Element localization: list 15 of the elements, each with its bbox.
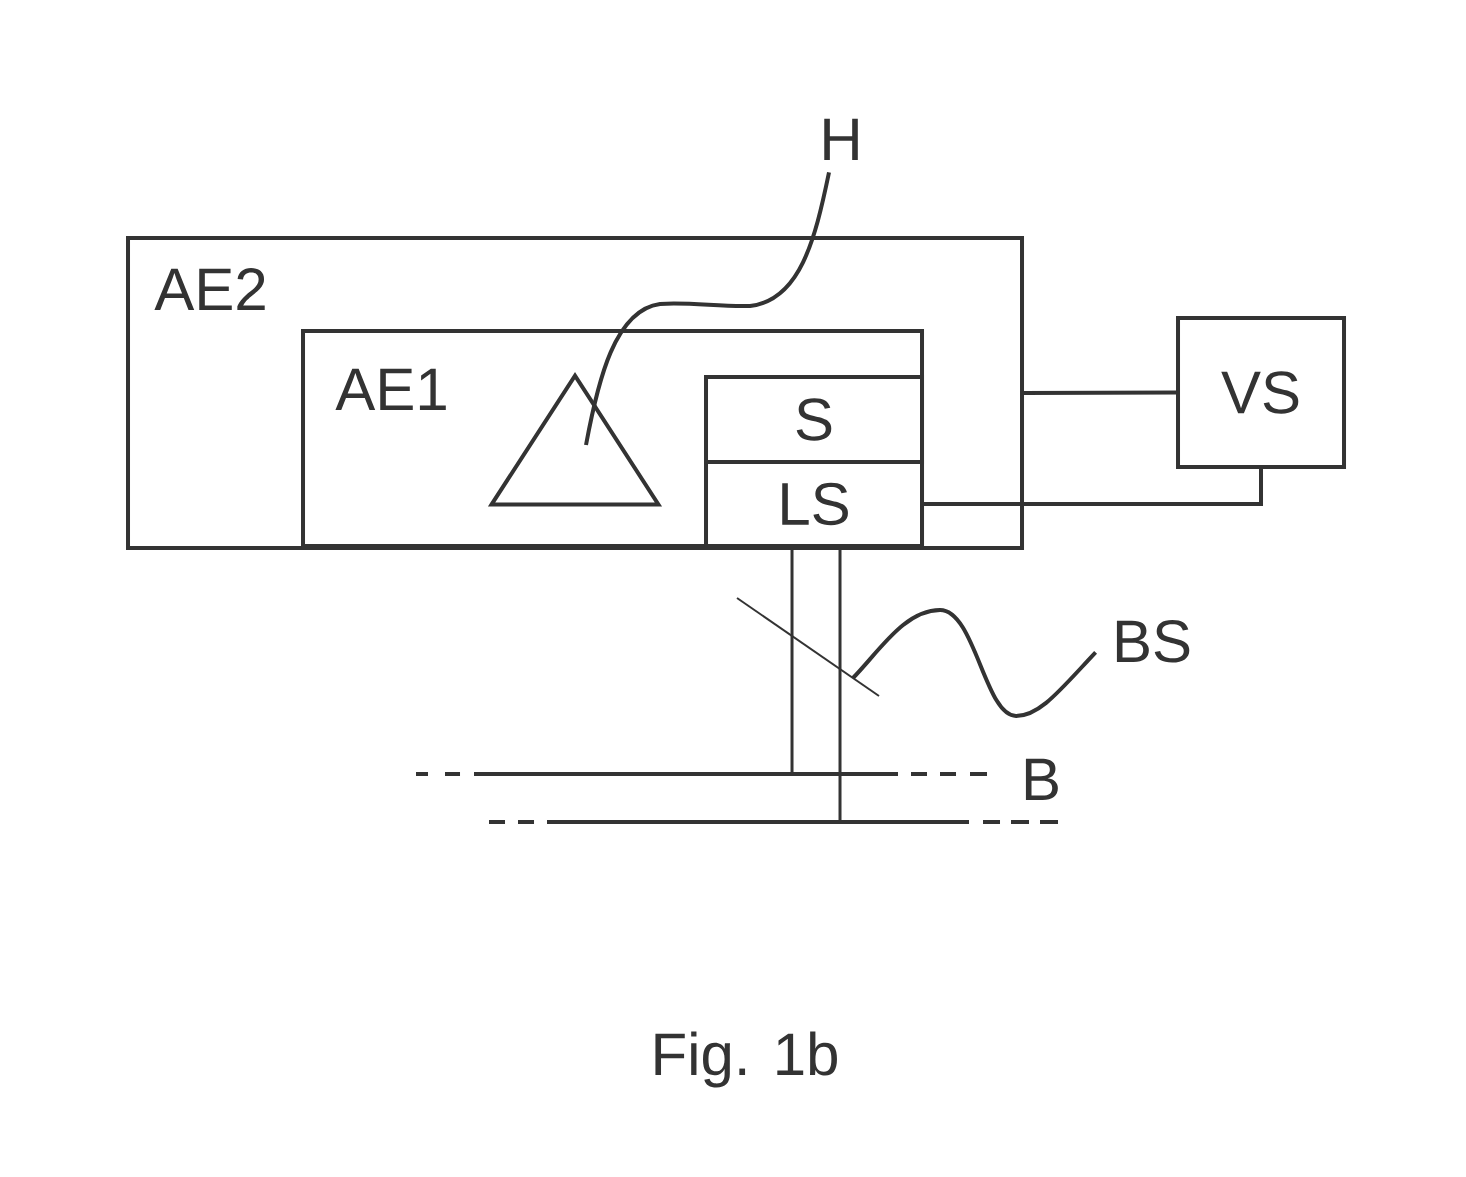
bus-line [487,820,1060,824]
bus-line [414,772,989,776]
connecting-line [838,548,842,822]
labeled-box: S [704,375,924,464]
reference-label: BS [1116,620,1190,663]
reference-label: H [824,118,858,160]
connecting-line [790,548,794,774]
connecting-line [1024,390,1177,395]
figure-caption: Fig. 1b [655,1031,837,1088]
labeled-box: LS [704,460,924,548]
leader-line [584,172,831,446]
connecting-line [924,469,1263,506]
reference-label: B [1025,758,1058,800]
labeled-box: VS [1176,316,1346,469]
leader-line [851,608,1098,718]
